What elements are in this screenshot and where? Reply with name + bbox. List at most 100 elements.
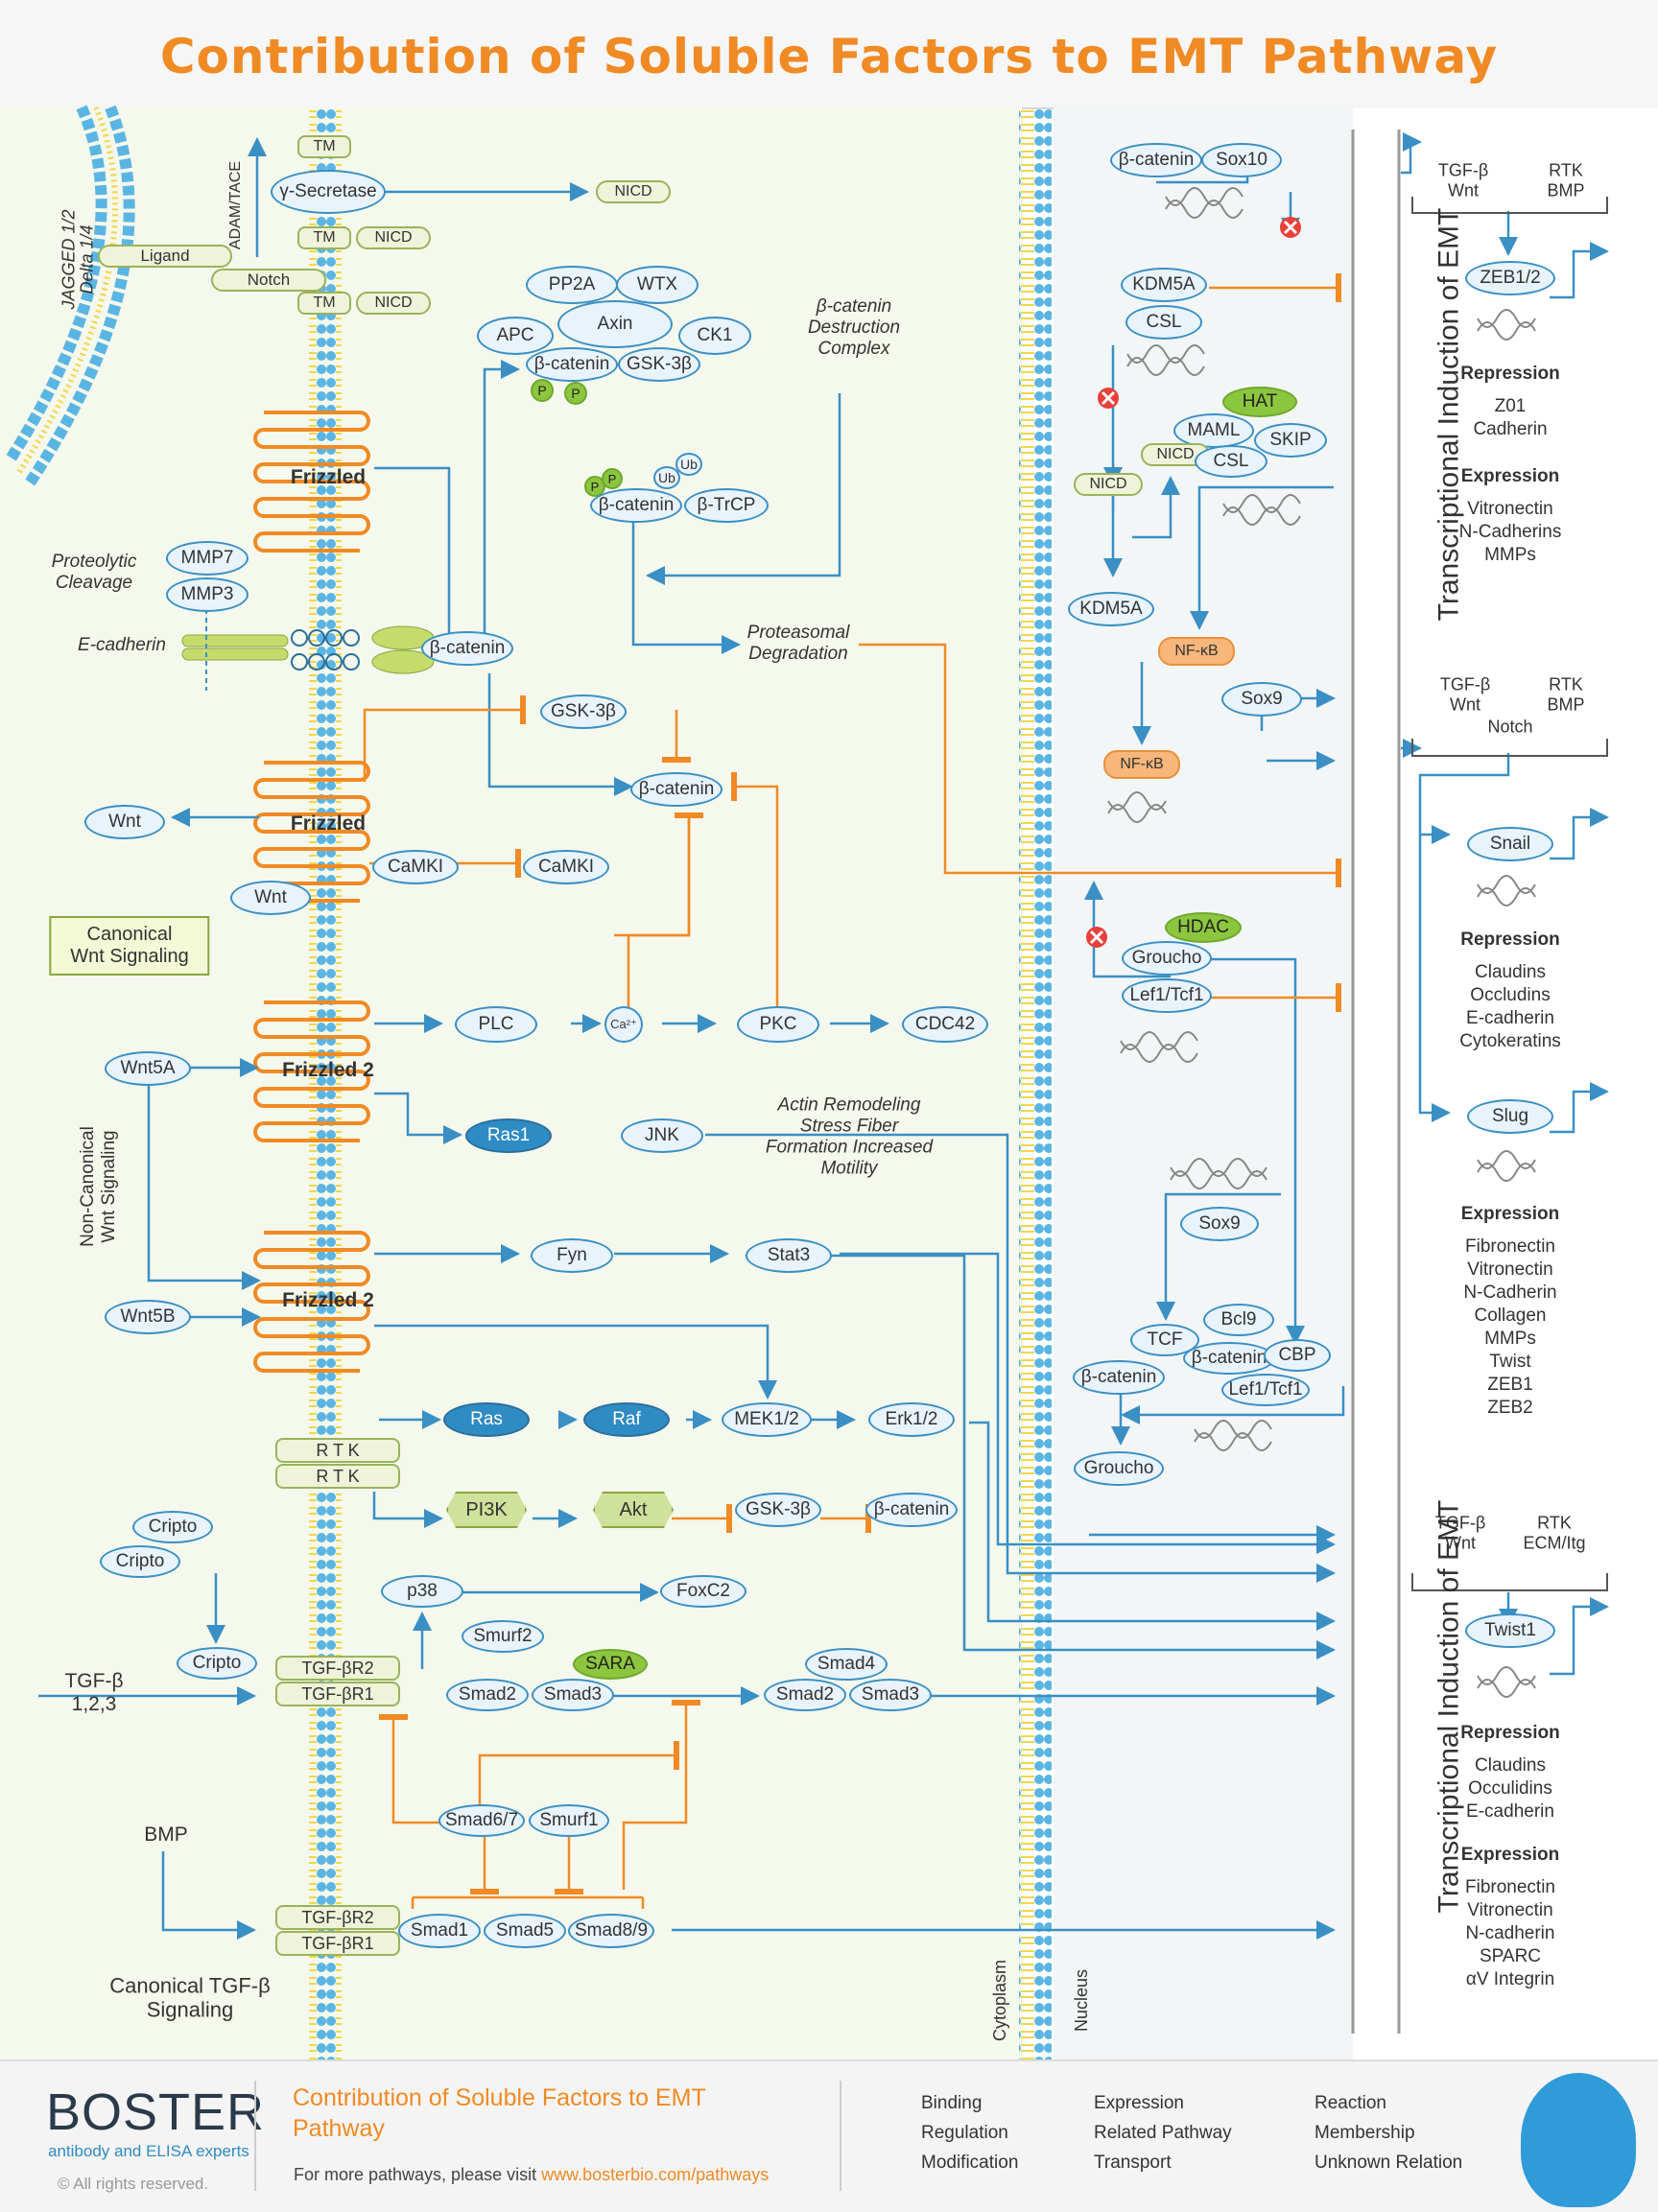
twist-repression-item: E-cadherin bbox=[1466, 1801, 1554, 1822]
smad1-node: Smad1 bbox=[398, 1914, 481, 1948]
lef-tcf-node: Lef1/Tcf1 bbox=[1221, 1374, 1310, 1406]
frizzled-label: Frizzled bbox=[290, 465, 367, 488]
legend-expression: Expression bbox=[1094, 2093, 1184, 2113]
legend-unknown-relation: Unknown Relation bbox=[1315, 2153, 1463, 2173]
calcium-node: Ca²⁺ bbox=[604, 1006, 643, 1043]
slug-expression-item: Fibronectin bbox=[1465, 1236, 1555, 1257]
smurf2-node: Smurf2 bbox=[462, 1620, 544, 1653]
cbp-node: CBP bbox=[1264, 1339, 1331, 1372]
tgfbr1-receptor: TGF-βR1 bbox=[275, 1931, 400, 1956]
zeb-expression-item: Vitronectin bbox=[1467, 499, 1553, 519]
foxc2-node: FoxC2 bbox=[660, 1575, 746, 1608]
tm-node: TM bbox=[297, 226, 351, 249]
tgfb-ligand-label: TGF-β 1,2,3 bbox=[64, 1669, 124, 1715]
cripto-node: Cripto bbox=[177, 1647, 257, 1680]
tgfbr2-receptor: TGF-βR2 bbox=[275, 1656, 400, 1681]
bmp-label: BMP bbox=[144, 1823, 188, 1846]
zeb-repression-item: Cadherin bbox=[1473, 419, 1548, 439]
snail-repression-item: E-cadherin bbox=[1466, 1008, 1554, 1028]
gsk3b-node: GSK-3β bbox=[735, 1493, 821, 1527]
tm-node: TM bbox=[297, 292, 351, 315]
twist-repression-item: Occulidins bbox=[1468, 1778, 1552, 1799]
smad2-node: Smad2 bbox=[446, 1679, 529, 1711]
footer-link[interactable]: www.bosterbio.com/pathways bbox=[541, 2165, 770, 2184]
wnt-node: Wnt bbox=[84, 805, 165, 839]
ecadherin-label: E-cadherin bbox=[78, 635, 166, 656]
btrcp-node: β-TrCP bbox=[684, 488, 769, 523]
notch-node: Notch bbox=[211, 269, 326, 292]
groucho-node: Groucho bbox=[1074, 1451, 1164, 1486]
zeb-repression-item: Z01 bbox=[1494, 396, 1527, 416]
twist-expression-item: Vitronectin bbox=[1467, 1900, 1553, 1920]
sox9-node: Sox9 bbox=[1180, 1207, 1259, 1241]
twist-repression-title: Repression bbox=[1460, 1723, 1560, 1743]
frizzled-label: Frizzled bbox=[290, 812, 367, 835]
beta-catenin-node: β-catenin bbox=[630, 772, 722, 807]
gsk3b-node: GSK-3β bbox=[618, 347, 700, 382]
ubiquitin-node: Ub bbox=[653, 466, 680, 489]
legend-related-pathway: Related Pathway bbox=[1094, 2123, 1232, 2143]
apc-node: APC bbox=[477, 317, 554, 355]
beta-catenin-node: β-catenin bbox=[1073, 1360, 1165, 1395]
axin-node: Axin bbox=[557, 300, 673, 348]
bcl9-node: Bcl9 bbox=[1203, 1304, 1274, 1336]
tgfbr1-receptor: TGF-βR1 bbox=[275, 1682, 400, 1706]
csl-node: CSL bbox=[1195, 445, 1267, 478]
twist-inputs-b: RTK ECM/Itg bbox=[1523, 1513, 1586, 1552]
legend-reaction: Reaction bbox=[1315, 2093, 1386, 2113]
beta-catenin-node: β-catenin bbox=[526, 347, 618, 382]
smad3-node: Smad3 bbox=[532, 1679, 614, 1711]
sara-node: SARA bbox=[573, 1649, 648, 1680]
akt-node: Akt bbox=[593, 1492, 674, 1528]
snail-repression-item: Claudins bbox=[1475, 962, 1546, 982]
smad5-node: Smad5 bbox=[484, 1914, 566, 1948]
zeb-expression-title: Expression bbox=[1460, 466, 1560, 486]
smad2-node: Smad2 bbox=[764, 1679, 846, 1711]
sox10-node: Sox10 bbox=[1201, 143, 1282, 177]
panel-heading: Transcriptional Induction of EMT bbox=[1433, 207, 1465, 622]
raf-node: Raf bbox=[583, 1402, 670, 1437]
snail-inputs-c: Notch bbox=[1487, 717, 1533, 737]
beta-catenin-node: β-catenin bbox=[865, 1493, 958, 1527]
zeb-gene-node: ZEB1/2 bbox=[1465, 261, 1555, 295]
plasma-membrane bbox=[309, 107, 342, 2059]
zeb-inputs-a: TGF-β Wnt bbox=[1437, 160, 1489, 200]
beta-catenin-node: β-catenin bbox=[1183, 1342, 1275, 1375]
frizzled2-label: Frizzled 2 bbox=[282, 1058, 374, 1081]
hdac-node: HDAC bbox=[1165, 912, 1242, 943]
title-bar: Contribution of Soluble Factors to EMT P… bbox=[0, 0, 1658, 109]
pkc-node: PKC bbox=[737, 1006, 819, 1043]
twist-expression-item: N-cadherin bbox=[1465, 1923, 1555, 1943]
nicd-node: NICD bbox=[356, 292, 431, 315]
logo: BOSTER bbox=[46, 2083, 266, 2141]
cytoplasm-area bbox=[0, 107, 1022, 2059]
mascot-icon bbox=[1521, 2073, 1636, 2207]
canonical-wnt-box: Canonical Wnt Signaling bbox=[49, 916, 210, 976]
nfkb-node: NF-κB bbox=[1158, 637, 1235, 666]
canonical-tgfb-label: Canonical TGF-β Signaling bbox=[109, 1973, 271, 2022]
rtk-receptor: R T K bbox=[275, 1464, 400, 1489]
sox9-node: Sox9 bbox=[1221, 682, 1302, 717]
cripto-node: Cripto bbox=[132, 1511, 213, 1543]
cdc42-node: CDC42 bbox=[902, 1006, 988, 1043]
footer-title: Contribution of Soluble Factors to EMT P… bbox=[293, 2084, 706, 2142]
smad3-node: Smad3 bbox=[849, 1679, 932, 1711]
smurf1-node: Smurf1 bbox=[529, 1804, 609, 1837]
lef-tcf-node: Lef1/Tcf1 bbox=[1122, 978, 1212, 1013]
zeb-expression-item: MMPs bbox=[1484, 545, 1536, 565]
skip-node: SKIP bbox=[1254, 423, 1327, 458]
legend-membership: Membership bbox=[1315, 2123, 1415, 2143]
footer-visit: For more pathways, please visit www.bost… bbox=[294, 2165, 770, 2184]
e-cadherin-chain bbox=[181, 609, 435, 691]
frizzled2-label: Frizzled 2 bbox=[282, 1288, 374, 1311]
legend-transport: Transport bbox=[1094, 2153, 1172, 2173]
tgfbr2-receptor: TGF-βR2 bbox=[275, 1905, 400, 1930]
snail-repression-item: Occludins bbox=[1470, 985, 1551, 1005]
zeb-expression-item: N-Cadherins bbox=[1458, 522, 1562, 542]
zeb-repression-title: Repression bbox=[1460, 364, 1560, 384]
nicd-node: NICD bbox=[596, 180, 671, 203]
ck1-node: CK1 bbox=[678, 317, 751, 355]
snail-repression-title: Repression bbox=[1460, 930, 1560, 950]
erk-node: Erk1/2 bbox=[868, 1402, 955, 1437]
zeb-inputs-b: RTK BMP bbox=[1547, 160, 1585, 200]
